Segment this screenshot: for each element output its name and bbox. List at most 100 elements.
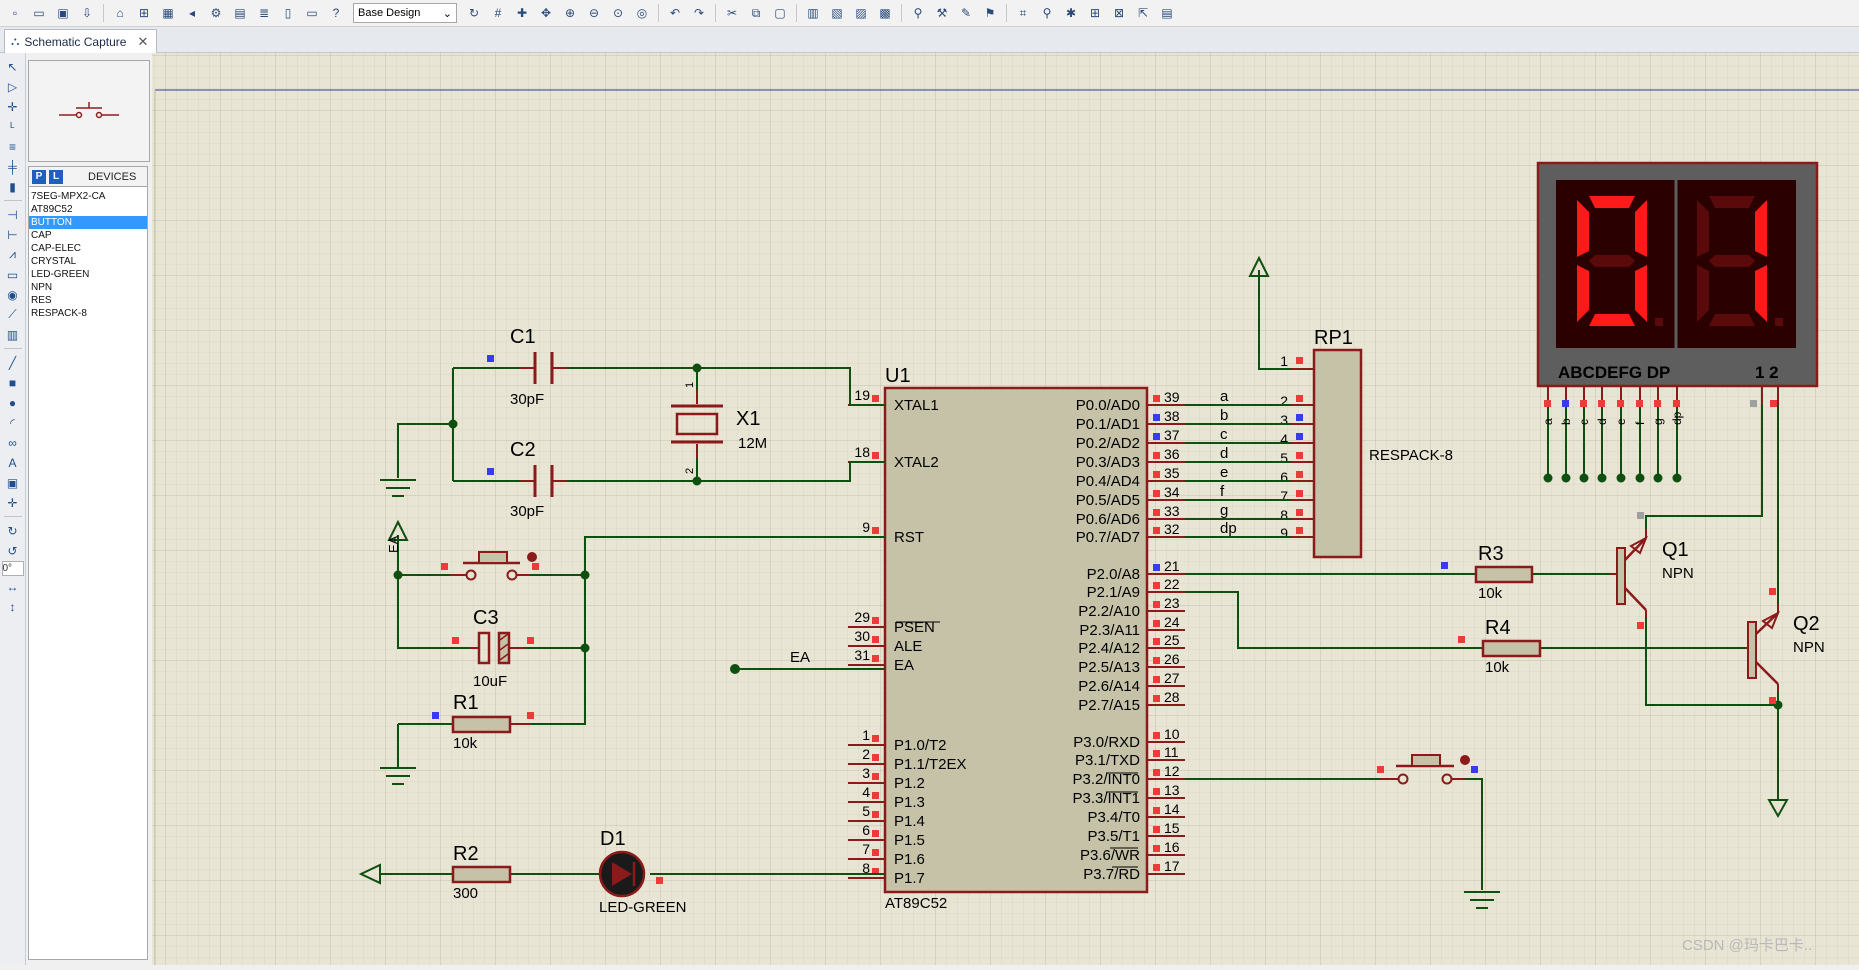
- rotate-ccw-icon[interactable]: ↺: [7, 543, 18, 558]
- back-icon[interactable]: ◂: [188, 6, 196, 20]
- device-item[interactable]: NPN: [31, 282, 53, 293]
- undo-icon[interactable]: ↶: [669, 6, 681, 20]
- line-icon[interactable]: ╱: [8, 355, 17, 370]
- save-icon[interactable]: ▣: [57, 6, 69, 20]
- text-icon[interactable]: A: [8, 455, 17, 470]
- text-script-icon[interactable]: ≡: [8, 139, 16, 154]
- capacitor-c1[interactable]: C1 30pF: [487, 326, 567, 408]
- zoom-area-icon[interactable]: ◎: [636, 6, 648, 20]
- schematic-icon[interactable]: ⊞: [138, 6, 150, 20]
- origin-icon[interactable]: ✚: [516, 6, 528, 20]
- mirror-x-icon[interactable]: ↔: [6, 579, 19, 594]
- transistor-q2[interactable]: Q2 NPN: [1745, 588, 1825, 704]
- wire-label-icon[interactable]: ᴸ: [10, 119, 15, 134]
- block-move-icon[interactable]: ▧: [831, 6, 843, 20]
- wire-autorouter-icon[interactable]: ⌗: [1019, 5, 1027, 20]
- marker-icon[interactable]: ✛: [7, 495, 18, 510]
- device-item[interactable]: CRYSTAL: [31, 256, 77, 267]
- copy-icon[interactable]: ⧉: [751, 5, 761, 20]
- resistor-r2[interactable]: R2 300: [451, 843, 512, 902]
- device-item[interactable]: RESPACK-8: [31, 308, 87, 319]
- crystal-x1[interactable]: 1 2 X1 12M: [671, 382, 767, 474]
- document-icon[interactable]: ▯: [284, 6, 292, 20]
- cut-icon[interactable]: ✂: [726, 6, 738, 20]
- device-item-selected[interactable]: BUTTON: [29, 216, 147, 229]
- gallery-icon[interactable]: ▤: [234, 6, 246, 20]
- search-icon[interactable]: ⚲: [1042, 6, 1052, 20]
- property-tool-icon[interactable]: ✱: [1065, 6, 1077, 20]
- simulation-icon[interactable]: ⚙: [210, 6, 222, 20]
- paste-icon[interactable]: ▢: [774, 6, 786, 20]
- zoom-all-icon[interactable]: ⊙: [612, 6, 624, 20]
- netlist-icon[interactable]: ▤: [1161, 6, 1173, 20]
- open-folder-icon[interactable]: ▭: [33, 6, 45, 20]
- graph-icon[interactable]: ⩘: [9, 247, 16, 261]
- design-select[interactable]: Base Design ⌄: [353, 3, 457, 23]
- zoom-in-icon[interactable]: ⊕: [564, 6, 576, 20]
- mirror-y-icon[interactable]: ↕: [9, 599, 16, 614]
- resistor-r1[interactable]: R1 10k: [432, 692, 534, 752]
- zoom-out-icon[interactable]: ⊖: [588, 6, 600, 20]
- close-icon[interactable]: ✕: [137, 33, 149, 49]
- import-icon[interactable]: ⇩: [81, 6, 93, 20]
- arc-icon[interactable]: ◜: [10, 415, 15, 430]
- device-item[interactable]: CAP: [31, 230, 52, 241]
- new-file-icon[interactable]: ▫: [12, 6, 18, 20]
- circle-icon[interactable]: ●: [8, 395, 17, 410]
- probe-icon[interactable]: ⟋: [8, 307, 17, 321]
- device-pins-icon[interactable]: ⊢: [7, 227, 18, 242]
- schematic-sheet[interactable]: U1 AT89C52 19XTAL118XTAL29RST29PSEN30ALE…: [152, 53, 1859, 965]
- pick-device-icon[interactable]: ⚲: [913, 6, 923, 20]
- led-d1[interactable]: D1 LED-GREEN: [598, 828, 687, 916]
- library-manager-button[interactable]: L: [49, 169, 63, 184]
- exit-parent-icon[interactable]: ⇱: [1137, 6, 1149, 20]
- block-delete-icon[interactable]: ▩: [879, 6, 891, 20]
- virtual-instrument-icon[interactable]: ▥: [6, 327, 19, 342]
- generator-icon[interactable]: ◉: [7, 287, 18, 302]
- block-copy-icon[interactable]: ▥: [807, 6, 819, 20]
- pcb-icon[interactable]: ▦: [162, 6, 174, 20]
- make-device-icon[interactable]: ⚒: [936, 6, 948, 20]
- redo-icon[interactable]: ↷: [693, 6, 705, 20]
- transistor-q1[interactable]: Q1 NPN: [1610, 512, 1694, 629]
- new-sheet-icon[interactable]: ⊞: [1089, 6, 1101, 20]
- overview-preview[interactable]: [28, 60, 150, 162]
- notes-icon[interactable]: ▭: [306, 6, 318, 20]
- device-item[interactable]: LED-GREEN: [31, 269, 90, 280]
- int0-button[interactable]: [1377, 754, 1478, 785]
- home-icon[interactable]: ⌂: [116, 6, 124, 20]
- component-mode-icon[interactable]: ▷: [7, 79, 18, 94]
- help-icon[interactable]: ?: [332, 6, 340, 20]
- path-icon[interactable]: ∞: [8, 435, 17, 450]
- reset-button[interactable]: [441, 551, 539, 581]
- recorder-icon[interactable]: ▭: [6, 267, 19, 282]
- box-icon[interactable]: ■: [8, 375, 17, 390]
- decompose-icon[interactable]: ⚑: [984, 6, 996, 20]
- rotate-cw-icon[interactable]: ↻: [7, 523, 18, 538]
- symbol-icon[interactable]: ▣: [6, 475, 19, 490]
- remove-sheet-icon[interactable]: ⊠: [1113, 6, 1125, 20]
- pan-icon[interactable]: ✥: [540, 6, 552, 20]
- device-item[interactable]: RES: [31, 295, 52, 306]
- subcircuit-icon[interactable]: ▮: [9, 179, 16, 194]
- grid-icon[interactable]: #: [494, 6, 502, 20]
- pick-devices-button[interactable]: P: [32, 169, 46, 184]
- rotation-angle-field[interactable]: 0°: [1, 561, 24, 576]
- terminals-icon[interactable]: ⊣: [7, 207, 18, 222]
- device-item[interactable]: AT89C52: [31, 204, 73, 215]
- selection-mode-icon[interactable]: ↖: [7, 59, 18, 74]
- block-rotate-icon[interactable]: ▨: [855, 6, 867, 20]
- device-item[interactable]: 7SEG-MPX2-CA: [31, 191, 106, 202]
- junction-icon[interactable]: ✛: [7, 99, 18, 114]
- resistor-r3[interactable]: R3 10k: [1441, 543, 1534, 602]
- resistor-r4[interactable]: R4 10k: [1458, 617, 1542, 676]
- bill-icon[interactable]: ≣: [258, 6, 270, 20]
- package-tool-icon[interactable]: ✎: [960, 6, 972, 20]
- capacitor-c3[interactable]: C3 10uF: [452, 607, 534, 690]
- tab-schematic-capture[interactable]: ⛬ Schematic Capture ✕: [4, 29, 158, 53]
- bus-icon[interactable]: ╪: [8, 159, 17, 174]
- capacitor-c2[interactable]: C2 30pF: [487, 439, 567, 520]
- device-item[interactable]: CAP-ELEC: [31, 243, 82, 254]
- refresh-icon[interactable]: ↻: [468, 6, 480, 20]
